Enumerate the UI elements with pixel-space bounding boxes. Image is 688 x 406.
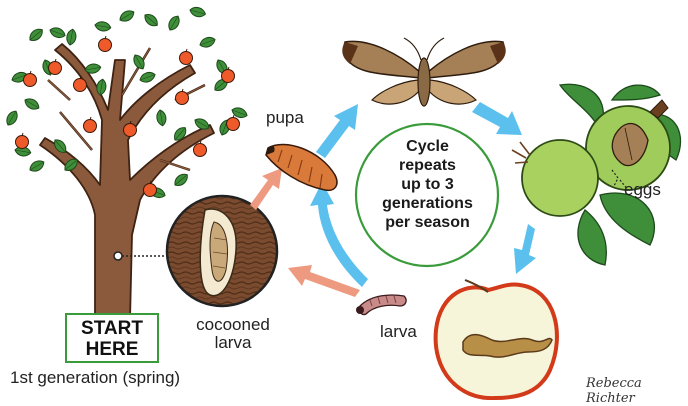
moth-illustration [342,37,506,107]
larva-label: larva [380,322,417,341]
green-apples-with-leaves [511,83,682,266]
start-line-1: START [81,318,143,339]
center-line-4: generations [382,195,473,212]
cocooned-line-2: larva [214,333,252,352]
cycle-center-text: Cycle repeats up to 3 generations per se… [365,137,490,232]
artist-signature: Rebecca Richter [586,376,642,406]
larva-illustration [356,294,407,316]
cocooned-larva-label: cocooned larva [178,316,288,352]
cycle-arrow-moth-to-eggs [472,102,522,135]
start-arrow-larva-to-cocoon [288,265,360,297]
cocooned-line-1: cocooned [196,315,270,334]
cut-apple-with-larva [433,279,559,400]
center-line-5: per season [385,214,470,231]
center-line-2: repeats [399,157,456,174]
cocooned-larva-closeup [165,194,279,308]
generation-label: 1st generation (spring) [10,368,181,387]
cycle-arrow-eggs-to-apple [514,224,536,274]
center-line-3: up to 3 [401,176,454,193]
start-here-box: START HERE [65,313,159,363]
tree-pointer-line [113,251,168,261]
cycle-center-circle [354,122,500,268]
eggs-label: eggs [624,180,661,199]
center-line-1: Cycle [406,138,449,155]
pupa-label: pupa [266,108,304,127]
cycle-arrow-larva-to-pupa [310,182,368,287]
start-line-2: HERE [85,339,139,360]
start-arrow-to-pupa [250,168,282,210]
cycle-arrow-pupa-to-moth [316,104,358,158]
pupa-illustration [265,143,338,192]
